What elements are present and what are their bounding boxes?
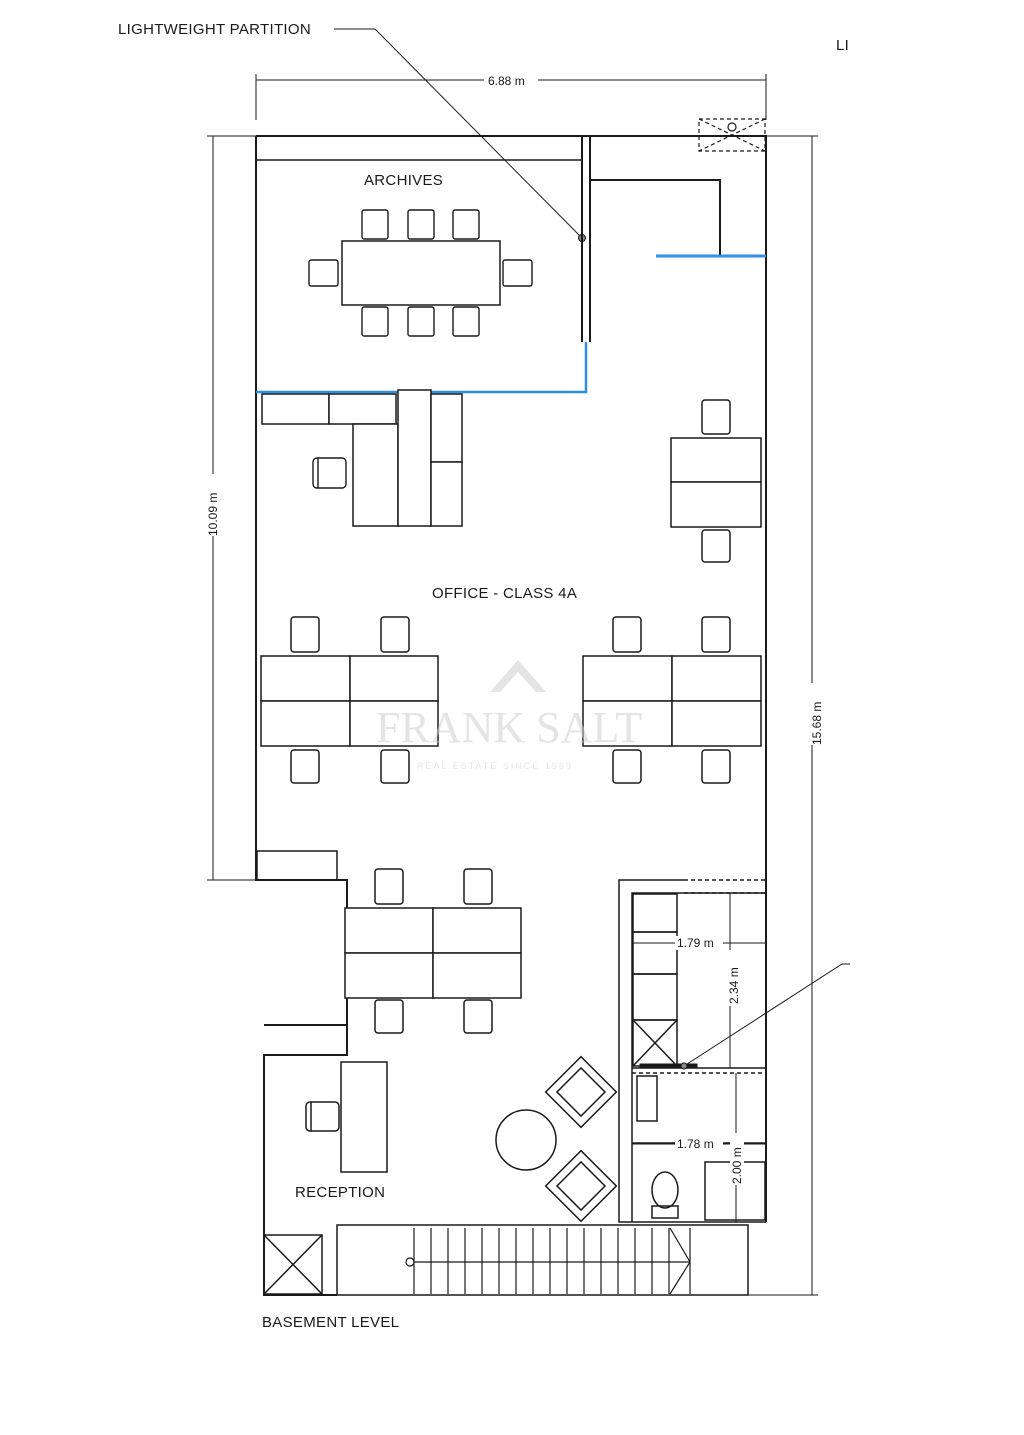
watermark: FRANK SALT REAL ESTATE SINCE 1969: [376, 660, 642, 771]
storage-dimensions: 1.79 m 2.34 m: [632, 893, 766, 1068]
archives-partition: [256, 136, 766, 394]
wc-height-label: 2.00 m: [730, 1147, 744, 1184]
partition-callout: LIGHTWEIGHT PARTITION: [118, 21, 586, 242]
wc-callout: [680, 963, 850, 1070]
right-height-dimension: 15.68 m: [748, 135, 824, 1296]
watermark-tagline: REAL ESTATE SINCE 1969: [417, 761, 573, 771]
manager-chair: [312, 457, 347, 489]
office-label: OFFICE - CLASS 4A: [432, 585, 577, 602]
wc-dimensions: 1.78 m 2.00 m: [632, 1073, 766, 1222]
desk-cluster-lower: [344, 868, 522, 1034]
reception-label: RECEPTION: [295, 1184, 385, 1201]
lift-shaft: [263, 1234, 323, 1295]
watermark-brand: FRANK SALT: [376, 703, 642, 752]
wc-block-door-marks: [639, 1063, 698, 1069]
desk-cluster-right: [582, 616, 762, 784]
width-dimension-label: 6.88 m: [488, 74, 525, 88]
storage-cabinets: [261, 389, 463, 527]
desk-pair-upper-right: [670, 399, 762, 563]
top-right-shaft: [698, 118, 766, 152]
archives-label: ARCHIVES: [364, 172, 443, 189]
left-height-label: 10.09 m: [206, 493, 220, 536]
corner-label: LI: [836, 37, 849, 54]
conference-chairs: [308, 209, 533, 337]
left-height-dimension: 10.09 m: [205, 135, 256, 881]
desk-cluster-left: [260, 616, 439, 784]
conference-table: [341, 240, 501, 306]
staircase: [405, 1227, 691, 1295]
width-dimension: 6.88 m: [255, 72, 767, 120]
wc-width-label: 1.78 m: [677, 1137, 714, 1151]
level-label: BASEMENT LEVEL: [262, 1314, 399, 1331]
storage-height-label: 2.34 m: [727, 967, 741, 1004]
reception-furniture: [305, 1061, 388, 1173]
right-height-label: 15.68 m: [810, 702, 824, 745]
partition-callout-label: LIGHTWEIGHT PARTITION: [118, 21, 311, 38]
storage-width-label: 1.79 m: [677, 936, 714, 950]
lounge-seating: [495, 1055, 618, 1223]
